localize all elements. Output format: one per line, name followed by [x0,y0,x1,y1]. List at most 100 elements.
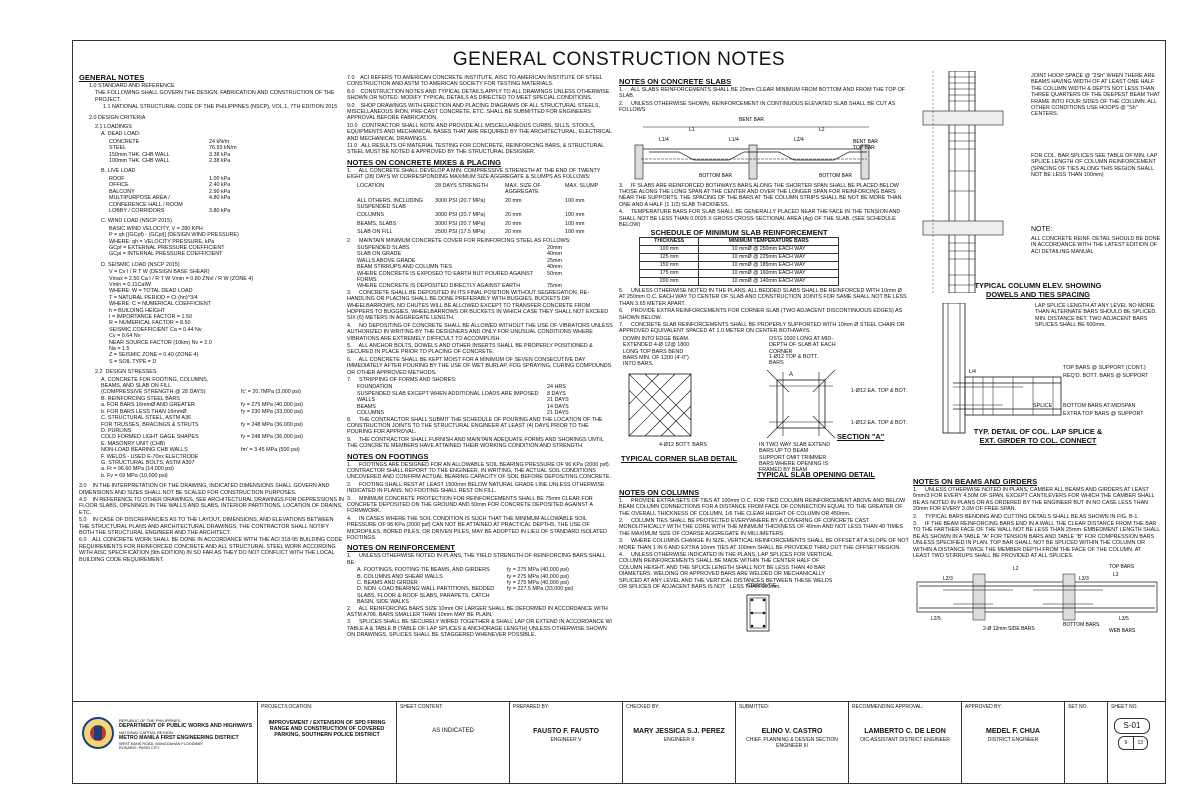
table-cell: 100 mm [638,244,700,254]
cross-tie-figure [746,595,770,632]
reinf-note-2: 2. ALL REINFORCING BARS SIZE 10mm OR LAR… [347,605,609,619]
table-row: CONFERENCE HALL / ROOM [109,202,345,208]
table-row: D. NON -LOAD BEARING WALL PARTITIONS, BE… [357,586,615,605]
table-cell: COLUMNS [357,212,384,219]
table-cell: a. FOR BARS 16mmØ AND GREATER [101,402,195,409]
table-row: E. MASONRY UNIT (CHB) [101,441,345,447]
beam-l35: L3/5 [1119,616,1129,622]
table-cell: 100mm THK. CHB WALL [109,158,170,165]
columns-heading: NOTES ON COLUMNS [619,487,700,497]
table-row: LOBBY / CORRIDORS 3.80 kPa [109,208,345,214]
note-2-1: 2.1 LOADINGS [95,124,132,131]
project-cell: PROJECT/LOCATION: IMPROVEMENT / EXTENSIO… [258,702,397,784]
seismic-load-lines: V = Cv I / R T W (DESIGN BASE SHEAR)Vmax… [109,269,345,365]
table-cell: 3.80 kPa [209,207,231,214]
table-row: SUSPENDED SLAB EXCEPT WHEN ADDITIONAL LO… [357,391,615,397]
text-line: Na = 1.5 [109,346,130,353]
table-cell: 10 mmØ @ 140mm EACH WAY [698,276,839,286]
lap-splice-figure: L/4 [942,303,1062,434]
beam-note-1: 1. UNLESS OTHERWISE NOTED IN PLANS, CAMB… [913,487,1156,513]
republic-label: REPUBLIC OF THE PHILIPPINES [119,718,181,723]
column-note-4: 4. UNLESS OTHERWISE INDICATED IN THE PLA… [619,551,835,590]
sheet-of-badge: 9 13 [1118,736,1148,750]
table-cell: FOR TRUSSES, BRACINGS & STRUTS [101,421,199,428]
set-label: SET NO. [1068,704,1088,710]
slab-note-6: 6. PROVIDE EXTRA REINFORCEMENTS FOR CORN… [619,308,904,321]
mix-note-2: 2. MAINTAIN MINIMUM CONCRETE COVER FOR R… [347,237,571,244]
table-cell: 20mm [547,244,562,251]
beam-l33: L3/3 [1079,576,1089,582]
corner-slab-caption: TYPICAL CORNER SLAB DETAIL [621,453,737,463]
table-cell: BEAMS [357,403,376,410]
design-stress-table: A. CONCRETE FOR FOOTING, COLUMNS,BEAMS, … [101,377,345,480]
table-cell: LOCATION [357,182,385,189]
table-cell: 1.00 kPa [209,175,231,182]
slab-notes-column: NOTES ON CONCRETE SLABS 1. ALL SLABS REI… [619,75,909,637]
bent-bar-label: BENT BAR [739,117,764,123]
l1-quarter-b: L1/4 [729,137,739,143]
note-3-0: 3.0 IN THE INTERPRETATION OF THE DRAWING… [79,483,331,496]
table-cell: fy = 227.5 MPa (33,000 psi) [507,586,574,593]
submitted-title-2: ENGINEER III [776,743,808,749]
mix-note-7: 7. STRIPPING OF FORMS AND SHORES: [347,377,457,384]
extra-top-bars: EXTRA TOP BARS @ SUPPORT [1063,411,1144,417]
table-cell: a. Ft = 96.60 MPa (14,000 psi) [101,466,174,473]
table-cell: D. PURLINS [101,427,132,434]
text-line: WHERE: qh = VELOCITY PRESSURE, kPa [109,238,215,245]
checked-label: CHECKED BY: [626,704,660,710]
note-9-0: 9.0 SHOP DRAWINGS WITH ERECTION AND PLAC… [347,102,602,122]
note-7-0: 7.0 ACI REFERS TO AMERICAN CONCRETE INST… [347,75,604,88]
table-cell: 20 mm [505,212,522,219]
mix-note-8: 8. THE CONTRACTOR SHALL SUBMIT THE SCHED… [347,416,604,436]
table-cell: STEEL [109,145,127,152]
table-row: F. WELDS - USED E-70xx ELECTRODE [101,454,345,460]
text-line: GCpf = EXTERNAL PRESSURE COEFFICIENT [109,244,225,251]
table-cell: 25mm [547,257,562,264]
table-cell: MULTIPURPOSE AREA / [109,195,170,202]
general-notes-heading: GENERAL NOTES [79,73,145,82]
text-line: h = BUILDING HEIGHT [109,307,166,314]
table-cell: 150 mm [638,260,700,270]
table-row: a. Ft = 96.60 MPa (14,000 psi) [101,466,345,472]
table-cell: 4.80 kPa [209,195,231,202]
table-row: C. STRUCTURAL STEEL, ASTM A36 [101,415,345,421]
column-note-2: 2. COLUMN TIES SHALL BE PROTECTED EVERYW… [619,517,905,537]
table-row: A. CONCRETE FOR FOOTING, COLUMNS, [101,377,345,383]
text-line: V = Cv I / R T W (DESIGN BASE SHEAR) [109,269,210,276]
table-cell: 28 DAYS STRENGTH [435,182,488,189]
reinf-table: A. FOOTINGS, FOOTING TIE BEAMS, AND GIRD… [357,567,615,605]
table-cell: 50mm [547,270,562,277]
beam-note-3: 3. IF THE BEAM REINFORCING BARS END IN A… [913,521,1162,560]
region-label: NATIONAL CAPITAL REGION [119,730,173,735]
table-row: (COMPRESSIVE STRENGTH @ 28 DAYS)fc' = 20… [101,389,345,395]
slab-note-4: 4. TEMPERATURE BARS FOR SLAB SHALL BE GE… [619,209,902,229]
table-cell: LOBBY / CORRIDORS [109,207,165,214]
cross-tie-detail: CROSS-TIE [619,583,909,637]
table-cell: 75mm [547,283,562,290]
text-line: Vmax = 2.50 Ca I / R T W Vmin = 0.80 ZNv… [109,275,254,282]
table-cell: 20 mm [505,197,522,204]
footing-note-2: 2. FOOTING SHALL REST AT LEAST 1500mm BE… [347,481,607,495]
slab-bar-cutting-figure: BENT BAR L1 L2 L1/4 L1/4 L2/4 BENT BAR T… [634,117,878,179]
table-cell: CONFERENCE HALL / ROOM [109,201,183,208]
approved-cell: APPROVED BY: MEDEL F. CHUA DISTRICT ENGI… [962,702,1065,784]
joint-hoop-note: JOINT HOOP SPACE @ "2Sh" WHEN THERE ARE … [1031,73,1162,118]
checked-cell: CHECKED BY: MARY JESSICA S.J. PEREZ ENGI… [623,702,736,784]
table-cell: 20 mm [505,220,522,227]
beam-l23-a: L2/3 [943,576,953,582]
text-line: SEISMIC COEFFICIENT Ca = 0.44 Nv [109,326,202,333]
project-label: PROJECT/LOCATION: [261,704,313,710]
table-cell: 175 mm [638,268,700,278]
table-row: WHERE CONCRETE IS DEPOSITED DIRECTLY AGA… [357,283,615,289]
